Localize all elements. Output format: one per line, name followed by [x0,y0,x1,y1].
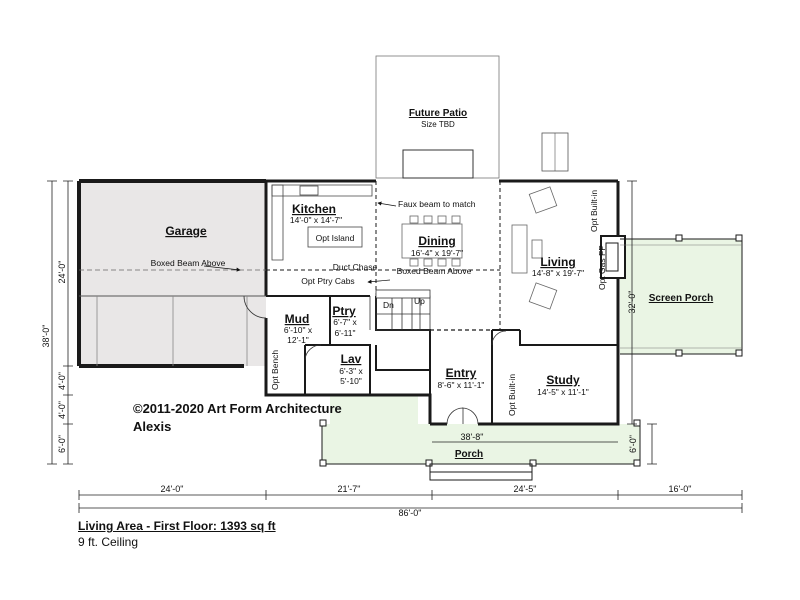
living-furniture [511,186,558,310]
future-patio-label: Future Patio [409,108,467,119]
walls [77,179,626,426]
kitchen-fixtures [271,184,373,261]
stair-up-label: Up [414,296,425,306]
dim-right-6: 6'-0" [628,435,638,453]
ceiling-note: 9 ft. Ceiling [78,535,139,549]
plan-name: Alexis [133,419,171,434]
dim-left-4b: 4'-0" [57,401,67,419]
porch-right-strip [492,425,612,428]
copyright-text: ©2011-2020 Art Form Architecture [133,401,342,416]
opt-island-note: Opt Island [316,233,355,243]
living-label: Living [540,255,575,269]
dim-bottom-2: 21'-7" [338,484,361,494]
dining-label: Dining [418,234,455,248]
study-label: Study [546,373,580,387]
dim-left-24: 24'-0" [57,261,67,284]
note-arrows [203,201,397,284]
pantry-label: Ptry [332,304,356,318]
living-dims: 14'-8" x 19'-7" [532,268,584,278]
future-patio [375,55,569,179]
faux-beam-note: Faux beam to match [398,199,476,209]
porch-left-strip [330,395,418,425]
opt-bench-note: Opt Bench [270,350,280,390]
lav-dims-1: 6'-3" x [339,366,363,376]
dim-bottom-3: 24'-5" [514,484,537,494]
armchair-icon [528,282,558,310]
dim-left-38: 38'-0" [41,325,51,348]
opt-gas-fp-note: Opt Gas FP [597,245,607,290]
kitchen-label: Kitchen [292,202,336,216]
opt-built-in-study-note: Opt Built-in [507,374,517,416]
armchair-icon [528,186,558,214]
lav-dims-2: 5'-10" [340,376,362,386]
mud-label: Mud [285,312,310,326]
lav-label: Lav [341,352,362,366]
dim-left-6: 6'-0" [57,435,67,453]
dim-bottom-4: 16'-0" [669,484,692,494]
dim-right-32: 32'-0" [627,291,637,314]
front-porch [319,419,641,481]
garage-label: Garage [165,224,207,238]
opt-ptry-cabs-note: Opt Ptry Cabs [301,276,354,286]
opt-built-in-living-note: Opt Built-in [589,190,599,232]
island [307,226,363,248]
garage-area [79,181,266,366]
dimension-lines [47,180,743,513]
dim-overall: 86'-0" [399,508,422,518]
pantry-dims-2: 6'-11" [334,328,355,338]
mud-dims-2: 12'-1" [287,335,309,345]
screen-porch-label: Screen Porch [649,293,713,304]
pantry-dims-1: 6'-7" x [333,317,357,327]
doors [243,295,507,425]
entry-dims: 8'-6" x 11'-1" [438,380,485,390]
porch-label: Porch [455,449,483,460]
stair [375,289,431,331]
dim-bottom-1: 24'-0" [161,484,184,494]
screen-porch-area [620,239,742,354]
front-porch-area [322,424,640,464]
grill-icon [541,132,569,172]
mud-dims-1: 6'-10" x [284,325,313,335]
dining-dims: 16'-4" x 19'-7" [411,248,463,258]
screen-porch [620,234,743,357]
future-patio-note: Size TBD [421,120,455,129]
entry-label: Entry [446,366,477,380]
dim-left-4a: 4'-0" [57,372,67,390]
stair-dn-label: Dn [383,300,394,310]
boxed-beam-living-note: Boxed Beam Above [397,266,472,276]
porch-width-dim: 38'-8" [461,432,484,442]
duct-chase-note: Duct Chase [333,262,378,272]
area-title: Living Area - First Floor: 1393 sq ft [78,519,276,533]
dining-table [401,215,463,267]
boxed-beam-garage-note: Boxed Beam Above [151,258,226,268]
kitchen-dims: 14'-0" x 14'-7" [290,215,342,225]
study-dims: 14'-5" x 11'-1" [537,387,589,397]
